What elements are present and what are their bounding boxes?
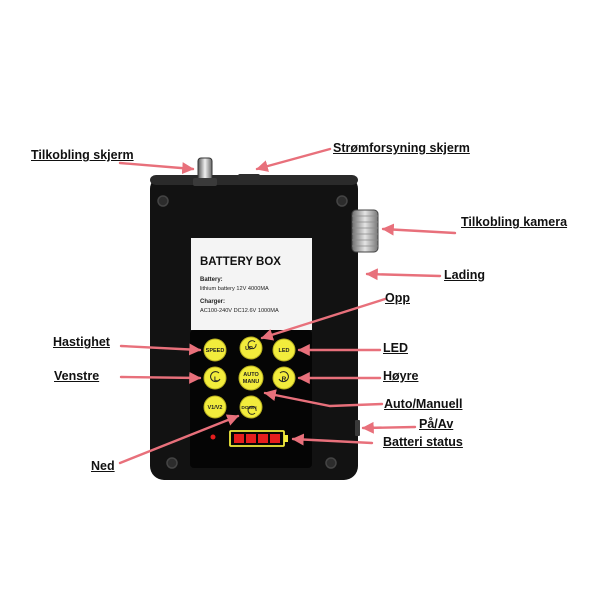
down-button[interactable]: DOWN: [239, 395, 263, 419]
callout-camera-connection: Tilkobling kamera: [461, 215, 568, 229]
callout-charging: Lading: [444, 268, 485, 282]
callout-right: Høyre: [383, 369, 419, 383]
arrow-screen-connection: [118, 161, 195, 175]
arrow-left: [119, 371, 202, 384]
left-button-label: L: [214, 376, 218, 383]
right-button[interactable]: R: [272, 366, 296, 390]
battery-led-1: [234, 434, 244, 443]
camera-connector: [351, 209, 379, 253]
up-button[interactable]: UP: [239, 336, 263, 360]
battery-led-4: [270, 434, 280, 443]
callout-up: Opp: [385, 291, 410, 305]
label-charger-spec: AC100-240V DC12.6V 1000MA: [200, 308, 279, 314]
arrow-up: [260, 297, 387, 341]
callout-down: Ned: [91, 459, 115, 473]
led-button[interactable]: LED: [272, 338, 296, 362]
battery-led-2: [246, 434, 256, 443]
arrow-down: [118, 414, 240, 465]
label-battery-heading: Battery:: [200, 277, 223, 283]
callout-battery-status: Batteri status: [383, 435, 463, 449]
arrow-charging: [365, 268, 442, 281]
auto-button-label: AUTO: [243, 372, 259, 378]
arrow-screen-power: [255, 147, 332, 172]
arrow-auto-manual: [263, 389, 384, 408]
speed-button-label: SPEED: [206, 348, 225, 354]
screen-connector-base: [193, 178, 217, 186]
callout-auto-manual: Auto/Manuell: [384, 397, 463, 411]
battery-status-nub: [284, 435, 288, 442]
screw-icon: [166, 457, 178, 469]
callout-left: Venstre: [54, 369, 100, 383]
screen-power-port: [238, 174, 260, 180]
power-indicator-led: [210, 434, 216, 440]
callout-screen-power: Strømforsyning skjerm: [333, 141, 470, 155]
power-switch: [355, 420, 360, 436]
product-label: [191, 238, 312, 330]
manual-button-label: MANU: [243, 379, 260, 385]
screw-icon: [336, 195, 348, 207]
label-battery-spec: lithium battery 12V 4000MA: [200, 286, 269, 292]
callout-screen-connection: Tilkobling skjerm: [31, 148, 134, 162]
screw-icon: [157, 195, 169, 207]
led-button-label: LED: [279, 348, 290, 354]
label-charger-heading: Charger:: [200, 299, 225, 305]
arrow-power: [361, 421, 417, 434]
callout-led: LED: [383, 341, 408, 355]
v1v2-button[interactable]: V1/V2: [203, 395, 227, 419]
speed-button[interactable]: SPEED: [203, 338, 227, 362]
left-button[interactable]: L: [203, 366, 227, 390]
down-arrow-icon: [247, 405, 257, 415]
callout-power: På/Av: [419, 417, 454, 431]
battery-led-3: [258, 434, 268, 443]
v1v2-button-label: V1/V2: [208, 405, 223, 411]
arrow-battery-status: [291, 433, 374, 446]
up-arrow-icon: [247, 340, 257, 350]
arrow-camera-connection: [381, 223, 457, 236]
screw-icon: [325, 457, 337, 469]
label-title: BATTERY BOX: [200, 256, 281, 268]
callout-speed: Hastighet: [53, 335, 110, 349]
auto-manual-button[interactable]: AUTO MANU: [238, 365, 264, 391]
arrow-speed: [119, 343, 202, 356]
right-arrow-icon: [278, 371, 289, 383]
up-button-label: UP: [245, 346, 253, 352]
left-arrow-icon: [210, 371, 221, 383]
right-button-label: R: [282, 376, 287, 383]
